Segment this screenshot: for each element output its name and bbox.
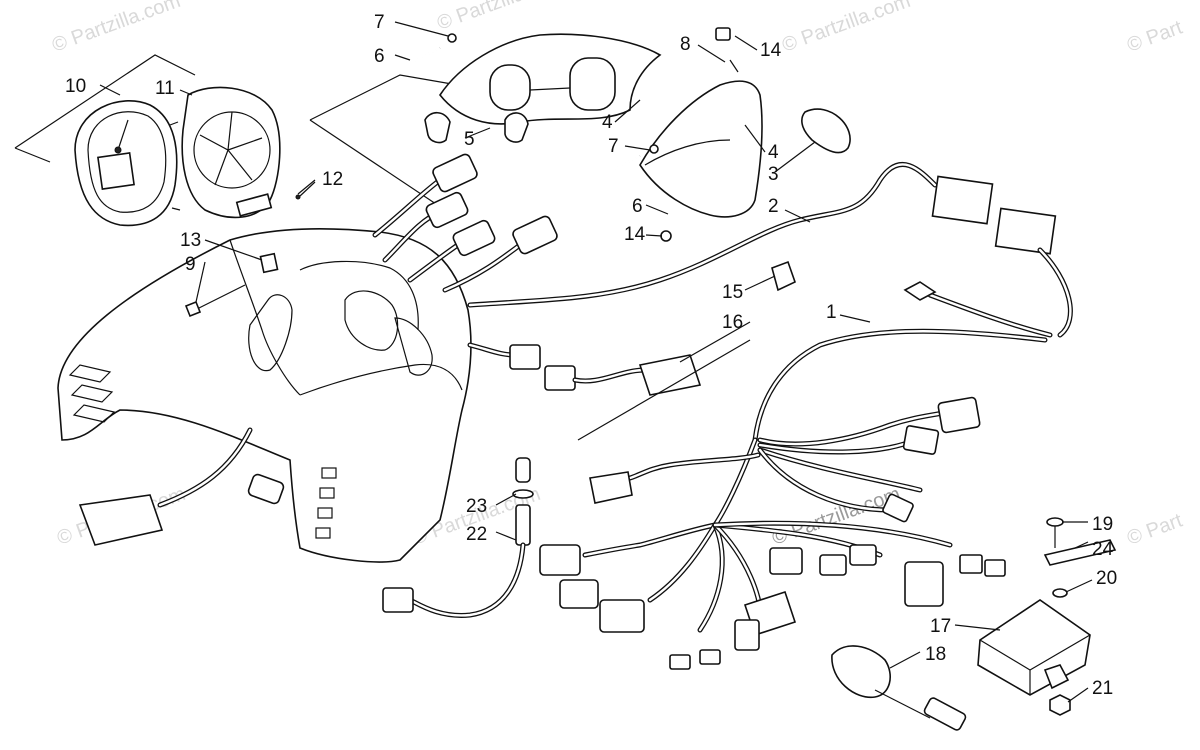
callout-5: 5 <box>464 129 475 150</box>
watermark-top-right: © Partzilla.com <box>779 0 913 57</box>
gauge-cluster <box>74 100 181 227</box>
ignition-key <box>831 645 967 731</box>
elbow-right <box>504 112 529 143</box>
bolt-19 <box>1046 517 1064 548</box>
watermark-left: © Partzilla.com <box>49 0 183 57</box>
callout-7-upper: 7 <box>374 12 385 33</box>
screw-upper <box>447 33 457 43</box>
sub-harness <box>467 161 1073 338</box>
callout-23: 23 <box>466 496 487 517</box>
callout-11: 11 <box>155 78 175 99</box>
spring-lower <box>610 154 642 172</box>
callout-15: 15 <box>722 282 743 303</box>
clamp-band <box>801 108 851 154</box>
callout-1: 1 <box>826 302 837 323</box>
side-cover-lower <box>639 80 763 218</box>
callout-19: 19 <box>1092 514 1113 535</box>
dash-console <box>57 227 472 563</box>
spring-upper <box>410 46 442 64</box>
ecu-module <box>977 599 1091 696</box>
callout-17: 17 <box>930 616 951 637</box>
watermark-right-edge: © Part <box>1124 509 1185 549</box>
callout-21: 21 <box>1092 678 1113 699</box>
callout-12: 12 <box>322 169 343 190</box>
callout-14-lower: 14 <box>624 224 646 245</box>
elbow-left <box>424 111 451 144</box>
main-harness <box>539 328 1048 670</box>
console-vents-right <box>315 467 337 539</box>
callout-labels: 7 6 8 14 10 11 5 4 7 4 3 12 2 6 14 13 9 … <box>65 12 1117 699</box>
gauge-housing <box>181 86 281 219</box>
callout-6-upper: 6 <box>374 46 385 67</box>
washer-20 <box>1052 588 1068 598</box>
leader-lines <box>99 21 1093 703</box>
callout-6-lower: 6 <box>632 196 643 217</box>
grommet <box>660 230 672 242</box>
console-connectors <box>372 153 558 293</box>
console-bolt <box>184 284 246 318</box>
callout-16: 16 <box>722 312 743 333</box>
callout-3: 3 <box>768 164 779 185</box>
sensor-22-23 <box>382 457 534 618</box>
ecu-bracket <box>1043 664 1070 690</box>
module-16 <box>467 339 751 441</box>
strap-24 <box>1043 539 1117 566</box>
side-cover-upper <box>439 33 662 125</box>
callout-7-lower: 7 <box>608 136 619 157</box>
nut-21 <box>1049 694 1071 716</box>
clip-15 <box>771 260 796 292</box>
callout-8: 8 <box>680 34 691 55</box>
callout-18: 18 <box>925 644 946 665</box>
callout-13: 13 <box>180 230 201 251</box>
callout-4-upper: 4 <box>602 112 613 133</box>
callout-10: 10 <box>65 76 86 97</box>
console-switch <box>259 252 279 274</box>
clip <box>715 27 731 41</box>
watermark-top-center: © Partzilla.com <box>434 0 568 35</box>
callout-14-upper: 14 <box>760 40 782 61</box>
callout-22: 22 <box>466 524 487 545</box>
screw-lower <box>649 144 659 154</box>
console-vents-left <box>68 364 116 423</box>
callout-24: 24 <box>1092 539 1114 560</box>
callout-2: 2 <box>768 196 779 217</box>
console-plug <box>78 427 285 546</box>
watermark-far-right: © Part <box>1124 16 1185 56</box>
callout-20: 20 <box>1096 568 1117 589</box>
callout-4-lower: 4 <box>768 142 779 163</box>
callout-9: 9 <box>185 254 196 275</box>
